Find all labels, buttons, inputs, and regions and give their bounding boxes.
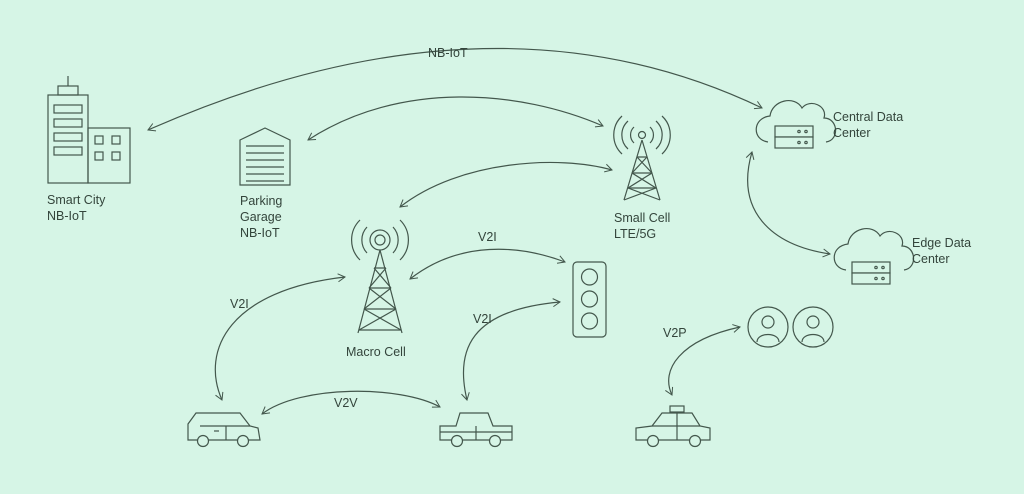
person-icon [747, 306, 789, 348]
macro-cell-tower-icon [351, 219, 409, 334]
cloud-server-icon-edge [833, 228, 915, 285]
edge-dc-label-line2: Center [912, 252, 950, 266]
central-dc-label-line1: Central Data [833, 110, 904, 124]
car-icon [187, 412, 261, 448]
link-label-v2i-top: V2I [478, 230, 497, 244]
parking-garage-icon [239, 127, 291, 186]
parking-label-line3: NB-IoT [240, 226, 280, 240]
link-label-v2i-left: V2I [230, 297, 249, 311]
link-v2i-light-truck [461, 298, 562, 401]
link-label-v2v: V2V [334, 396, 358, 410]
smart-city-label-line1: Smart City [47, 193, 106, 207]
small-cell-tower-icon [613, 115, 671, 201]
link-v2v [261, 390, 441, 415]
link-v2p [665, 324, 741, 396]
link-v2i-macro-light [409, 248, 566, 280]
link-central-edge [745, 151, 831, 258]
smart-city-label-line2: NB-IoT [47, 209, 87, 223]
edge-data-center-label: Edge Data Center [912, 235, 971, 267]
connections [147, 47, 831, 415]
link-macro-smallcell [399, 161, 613, 208]
person-icon [792, 306, 834, 348]
link-v2i-macro-car [214, 273, 347, 401]
link-parking-smallcell [307, 96, 604, 141]
traffic-light-icon [572, 261, 607, 338]
edge-dc-label-line1: Edge Data [912, 236, 972, 250]
macro-cell-label-line1: Macro Cell [346, 345, 406, 359]
small-cell-label-line1: Small Cell [614, 211, 671, 225]
link-label-v2i-mid: V2I [473, 312, 492, 326]
pickup-truck-icon [439, 412, 513, 448]
link-nbiot-city-central [147, 47, 763, 132]
cloud-server-icon-central [755, 100, 837, 149]
macro-cell-label: Macro Cell [346, 344, 406, 360]
link-label-v2p: V2P [663, 326, 687, 340]
small-cell-label: Small Cell LTE/5G [614, 210, 670, 242]
link-label-nbiot: NB-IoT [428, 46, 468, 60]
central-data-center-label: Central Data Center [833, 109, 903, 141]
central-dc-label-line2: Center [833, 126, 871, 140]
parking-label-line2: Garage [240, 210, 282, 224]
parking-garage-label: Parking Garage NB-IoT [240, 193, 282, 241]
building-icon [47, 76, 131, 184]
smart-city-label: Smart City NB-IoT [47, 192, 105, 224]
small-cell-label-line2: LTE/5G [614, 227, 657, 241]
parking-label-line1: Parking [240, 194, 283, 208]
taxi-icon [635, 405, 711, 448]
